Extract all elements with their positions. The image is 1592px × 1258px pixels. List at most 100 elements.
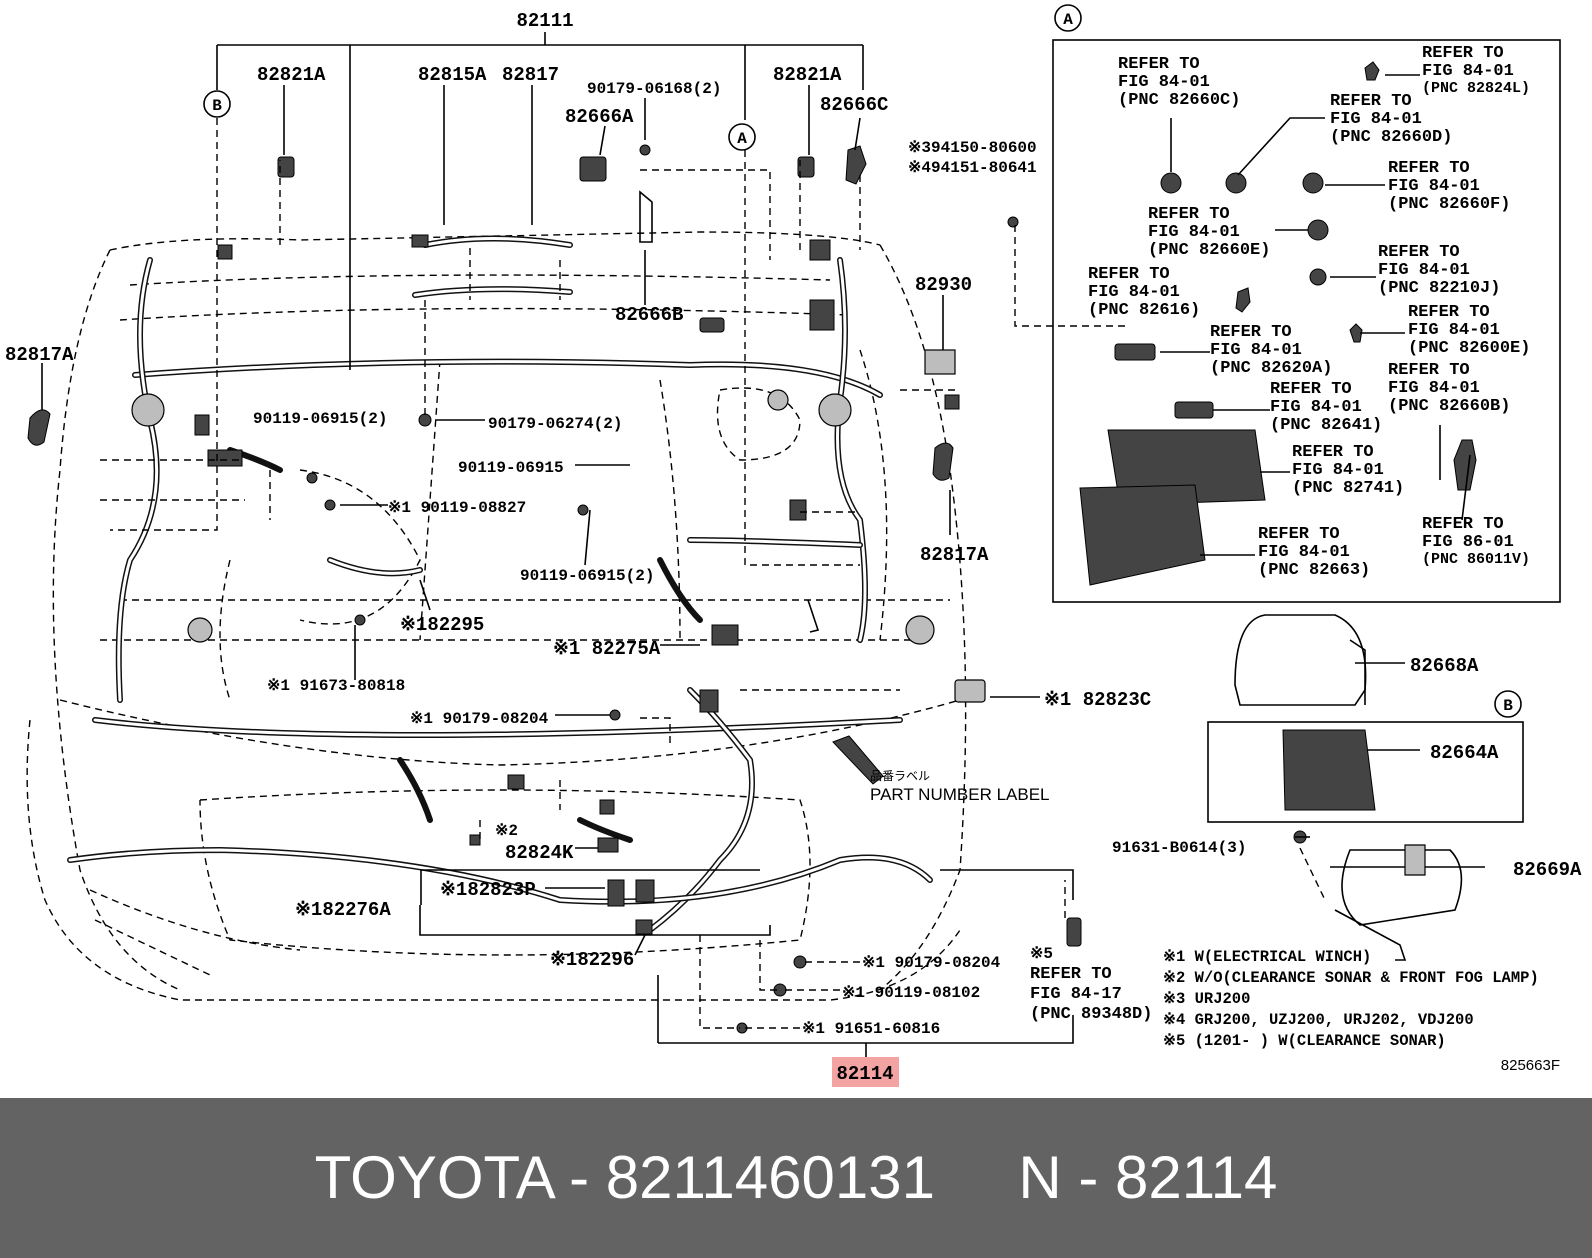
part-label-91631: 91631-B0614(3) <box>1112 839 1246 857</box>
refer-block: REFER TO FIG 84-01 (PNC 82741) <box>1292 443 1404 498</box>
refer-8417-line1: REFER TO <box>1030 965 1112 984</box>
refer-block: REFER TO FIG 84-01 (PNC 82824L) <box>1422 44 1530 97</box>
svg-text:(PNC 86011V): (PNC 86011V) <box>1422 551 1530 568</box>
labels: 82111 B A A B 82821A 82815A 82817 90179-… <box>5 4 1582 1087</box>
svg-text:FIG 84-01: FIG 84-01 <box>1378 261 1470 280</box>
inset-A-marker <box>1054 4 1082 32</box>
part-label-90119-06915: 90119-06915 <box>458 459 564 477</box>
part-number-label: PART NUMBER LABEL <box>870 785 1050 804</box>
part-label-82276A: ※182276A <box>295 899 391 921</box>
refer-block: REFER TO FIG 84-01 (PNC 82210J) <box>1378 243 1500 298</box>
wiring-harness-diagram: 82111 B A A B 82821A 82815A 82817 90179-… <box>5 4 1582 1087</box>
svg-text:FIG 84-01: FIG 84-01 <box>1330 110 1422 129</box>
svg-text:(PNC 82210J): (PNC 82210J) <box>1378 279 1500 298</box>
part-label-82296: ※182296 <box>550 949 634 971</box>
part-label-82823C: ※1 82823C <box>1044 689 1151 711</box>
notes-legend: ※1 W(ELECTRICAL WINCH) ※2 W/O(CLEARANCE … <box>1163 948 1539 1050</box>
svg-text:REFER TO: REFER TO <box>1408 303 1490 322</box>
part-label-82666C: 82666C <box>820 94 888 116</box>
top-label: 82111 <box>516 10 573 32</box>
right-side-parts <box>1207 614 1524 961</box>
svg-text:FIG 84-01: FIG 84-01 <box>1270 398 1362 417</box>
svg-text:(PNC 82616): (PNC 82616) <box>1088 301 1200 320</box>
svg-text:(PNC 82600E): (PNC 82600E) <box>1408 339 1530 358</box>
part-number-label-jp: 品番ラベル <box>870 769 930 783</box>
part-label-82664A: 82664A <box>1430 742 1499 764</box>
refer-block: REFER TO FIG 84-01 (PNC 82660E) <box>1148 205 1270 260</box>
part-label-90119-08827: ※1 90119-08827 <box>388 499 526 517</box>
part-label-82295: ※182295 <box>400 614 484 636</box>
part-label-94150: ※394150-80600 <box>908 139 1037 157</box>
part-label-91673: ※1 91673-80818 <box>267 677 405 695</box>
inset-B-text: B <box>1503 697 1513 715</box>
part-label-82666B: 82666B <box>615 304 683 326</box>
svg-text:REFER TO: REFER TO <box>1422 515 1504 534</box>
note-5-marker: ※5 <box>1030 945 1053 963</box>
part-label-91651: ※1 91651-60816 <box>802 1020 940 1038</box>
svg-text:FIG 84-01: FIG 84-01 <box>1422 62 1514 81</box>
svg-text:(PNC 82741): (PNC 82741) <box>1292 479 1404 498</box>
refer-block: REFER TO FIG 84-01 (PNC 82660C) <box>1118 55 1240 110</box>
svg-text:FIG 84-01: FIG 84-01 <box>1292 461 1384 480</box>
svg-text:REFER TO: REFER TO <box>1088 265 1170 284</box>
refer-8417-line2: FIG 84-17 <box>1030 985 1122 1004</box>
svg-text:FIG 84-01: FIG 84-01 <box>1408 321 1500 340</box>
main-harness <box>67 235 933 933</box>
svg-text:(PNC 82660D): (PNC 82660D) <box>1330 128 1452 147</box>
vehicle-outline <box>26 231 967 1001</box>
part-label-90179-06168: 90179-06168(2) <box>587 80 721 98</box>
inset-A-text: A <box>1063 11 1073 29</box>
callout-A-marker <box>728 123 756 151</box>
svg-text:REFER TO: REFER TO <box>1148 205 1230 224</box>
svg-text:REFER TO: REFER TO <box>1378 243 1460 262</box>
svg-text:FIG 84-01: FIG 84-01 <box>1088 283 1180 302</box>
refer-block: REFER TO FIG 84-01 (PNC 82620A) <box>1210 323 1332 378</box>
part-label-82815A: 82815A <box>418 64 487 86</box>
svg-text:FIG 84-01: FIG 84-01 <box>1148 223 1240 242</box>
target-part-label-82114: 82114 <box>836 1063 893 1085</box>
note-line: ※2 W/O(CLEARANCE SONAR & FRONT FOG LAMP) <box>1163 969 1539 987</box>
part-label-82275A: ※1 82275A <box>553 638 661 660</box>
svg-text:FIG 84-01: FIG 84-01 <box>1388 379 1480 398</box>
note-line: ※5 (1201- ) W(CLEARANCE SONAR) <box>1163 1032 1446 1050</box>
svg-text:FIG 84-01: FIG 84-01 <box>1210 341 1302 360</box>
refer-block: REFER TO FIG 84-01 (PNC 82660F) <box>1388 159 1510 214</box>
svg-text:(PNC 82663): (PNC 82663) <box>1258 561 1370 580</box>
svg-text:REFER TO: REFER TO <box>1270 380 1352 399</box>
part-label-82669A: 82669A <box>1513 859 1582 881</box>
leader-lines <box>41 32 1485 1058</box>
part-label-82824K: 82824K <box>505 842 574 864</box>
refer-block: REFER TO FIG 84-01 (PNC 82600E) <box>1408 303 1530 358</box>
refer-block: REFER TO FIG 84-01 (PNC 82663) <box>1258 525 1370 580</box>
part-label-82821A-left: 82821A <box>257 64 326 86</box>
inset-A <box>1052 39 1561 603</box>
part-number-caption: TOYOTA - 8211460131 N - 82114 <box>314 1144 1278 1211</box>
svg-text:FIG 86-01: FIG 86-01 <box>1422 533 1514 552</box>
svg-text:(PNC 82824L): (PNC 82824L) <box>1422 80 1530 97</box>
svg-text:(PNC 82660E): (PNC 82660E) <box>1148 241 1270 260</box>
components <box>27 144 1307 1034</box>
svg-text:FIG 84-01: FIG 84-01 <box>1388 177 1480 196</box>
svg-text:REFER TO: REFER TO <box>1292 443 1374 462</box>
part-label-94151: ※494151-80641 <box>908 159 1037 177</box>
part-label-82823P: ※182823P <box>440 879 536 901</box>
part-label-82817: 82817 <box>502 64 559 86</box>
part-label-82821A-right: 82821A <box>773 64 842 86</box>
svg-text:FIG 84-01: FIG 84-01 <box>1258 543 1350 562</box>
note-line: ※3 URJ200 <box>1163 990 1250 1008</box>
inset-B-marker <box>1494 690 1522 718</box>
svg-text:REFER TO: REFER TO <box>1388 159 1470 178</box>
part-label-90179-08204a: ※1 90179-08204 <box>410 710 549 728</box>
part-label-82930: 82930 <box>915 274 972 296</box>
target-part-highlight <box>832 1057 899 1087</box>
note-2-marker: ※2 <box>495 822 518 840</box>
svg-text:(PNC 82641): (PNC 82641) <box>1270 416 1382 435</box>
refer-blocks: REFER TO FIG 84-01 (PNC 82660C) REFER TO… <box>1088 44 1530 580</box>
refer-8417-line3: (PNC 89348D) <box>1030 1005 1152 1024</box>
svg-text:REFER TO: REFER TO <box>1422 44 1504 63</box>
callout-B-marker <box>203 90 231 118</box>
part-label-90119-06915-2a: 90119-06915(2) <box>253 410 387 428</box>
part-label-90179-08204b: ※1 90179-08204 <box>862 954 1001 972</box>
refer-block: REFER TO FIG 84-01 (PNC 82660B) <box>1388 361 1510 416</box>
callout-B-text: B <box>212 97 222 115</box>
